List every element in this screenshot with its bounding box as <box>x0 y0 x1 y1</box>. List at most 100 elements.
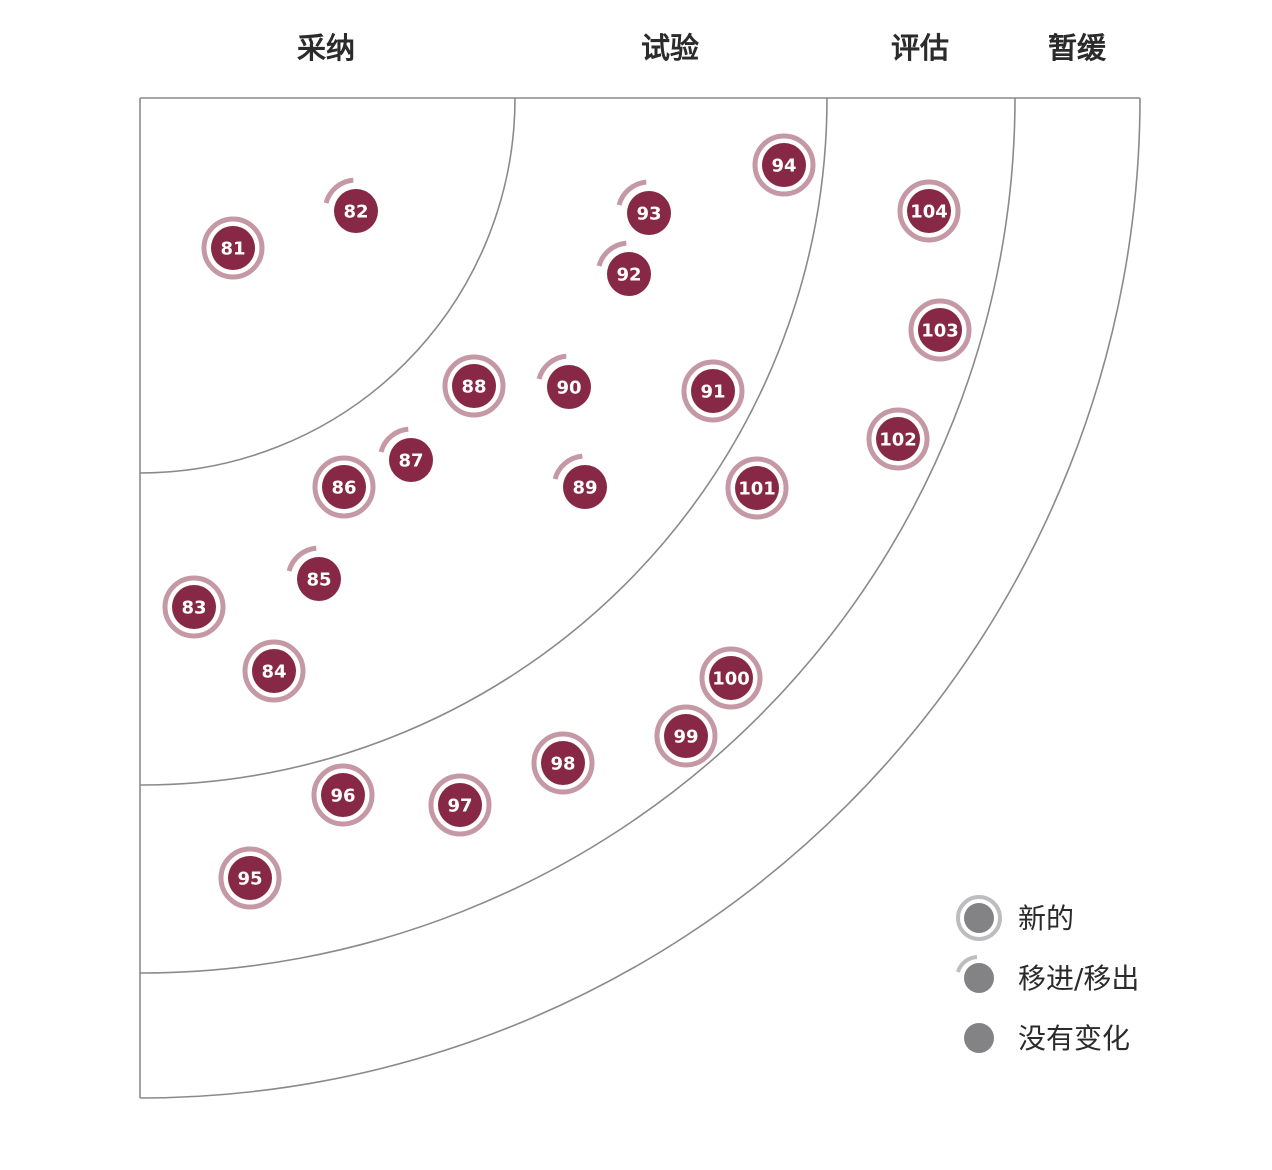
blip-dot <box>321 773 365 817</box>
blip-number: 87 <box>398 451 423 472</box>
blip-number: 86 <box>331 478 356 499</box>
blip-dot <box>334 189 378 233</box>
blip-number: 98 <box>550 754 575 775</box>
blip-number: 91 <box>700 382 725 403</box>
blip-88[interactable]: 88 <box>442 354 506 418</box>
ring-arc-trial <box>139 97 828 786</box>
blip-dot <box>252 649 296 693</box>
blip-number: 92 <box>616 265 641 286</box>
blip-dot <box>297 557 341 601</box>
blip-number: 83 <box>181 598 206 619</box>
blip-dot <box>762 143 806 187</box>
blip-number: 101 <box>738 479 776 500</box>
ring-label-hold: 暂缓 <box>1048 31 1107 65</box>
blip-moved-arc-icon <box>552 453 583 480</box>
blip-moved-arc-icon <box>323 177 354 204</box>
blip-dot <box>907 189 951 233</box>
blip-86[interactable]: 86 <box>312 455 376 519</box>
blip-85[interactable]: 85 <box>286 545 341 601</box>
blip-dot <box>607 252 651 296</box>
ring-label-trial: 试验 <box>641 31 699 65</box>
legend-nochange-dot-icon <box>964 1023 994 1053</box>
blip-83[interactable]: 83 <box>162 575 226 639</box>
blip-moved-arc-icon <box>378 426 409 453</box>
blip-87[interactable]: 87 <box>378 426 433 482</box>
legend-label-nochange: 没有变化 <box>1018 1022 1130 1055</box>
blip-dot <box>322 465 366 509</box>
blip-number: 95 <box>237 869 262 890</box>
blip-new-halo-icon <box>218 846 282 910</box>
blip-90[interactable]: 90 <box>536 353 591 409</box>
ring-label-adopt: 采纳 <box>297 31 355 65</box>
blip-new-halo-icon <box>654 704 718 768</box>
blip-dot <box>541 741 585 785</box>
blip-91[interactable]: 91 <box>681 359 745 423</box>
legend-label-moved: 移进/移出 <box>1018 962 1139 995</box>
blip-number: 85 <box>306 570 331 591</box>
blip-84[interactable]: 84 <box>242 639 306 703</box>
blip-new-halo-icon <box>908 298 972 362</box>
blip-92[interactable]: 92 <box>596 240 651 296</box>
blip-dot <box>438 783 482 827</box>
ring-arc-assess <box>139 97 1016 974</box>
blip-number: 96 <box>330 786 355 807</box>
blip-moved-arc-icon <box>286 545 317 572</box>
blip-moved-arc-icon <box>596 240 627 267</box>
blip-number: 94 <box>771 156 796 177</box>
legend-item-moved: 移进/移出 <box>956 955 1139 995</box>
blip-98[interactable]: 98 <box>531 731 595 795</box>
blip-82[interactable]: 82 <box>323 177 378 233</box>
blip-dot <box>918 308 962 352</box>
blip-number: 82 <box>343 202 368 223</box>
blip-new-halo-icon <box>866 407 930 471</box>
blip-number: 84 <box>261 662 286 683</box>
legend-item-new: 新的 <box>956 895 1074 941</box>
quadrant-frame <box>139 97 1140 1098</box>
blip-96[interactable]: 96 <box>311 763 375 827</box>
blip-101[interactable]: 101 <box>725 456 789 520</box>
blip-dot <box>211 226 255 270</box>
blip-new-halo-icon <box>162 575 226 639</box>
blip-new-halo-icon <box>201 216 265 280</box>
blip-94[interactable]: 94 <box>752 133 816 197</box>
blip-dot <box>691 369 735 413</box>
blip-95[interactable]: 95 <box>218 846 282 910</box>
blip-dot <box>664 714 708 758</box>
blip-104[interactable]: 104 <box>897 179 961 243</box>
blip-dot <box>172 585 216 629</box>
blip-102[interactable]: 102 <box>866 407 930 471</box>
blip-103[interactable]: 103 <box>908 298 972 362</box>
legend-label-new: 新的 <box>1018 902 1074 935</box>
blip-dot <box>389 438 433 482</box>
blip-number: 103 <box>921 321 959 342</box>
legend-moved-arc-icon <box>956 955 978 973</box>
blip-moved-arc-icon <box>616 179 647 206</box>
blip-new-halo-icon <box>752 133 816 197</box>
blip-97[interactable]: 97 <box>428 773 492 837</box>
blip-new-halo-icon <box>312 455 376 519</box>
blip-dot <box>627 191 671 235</box>
blip-dot <box>876 417 920 461</box>
blip-new-halo-icon <box>699 646 763 710</box>
blip-dot <box>452 364 496 408</box>
blip-number: 90 <box>556 378 581 399</box>
blip-81[interactable]: 81 <box>201 216 265 280</box>
blip-number: 102 <box>879 430 917 451</box>
blip-dot <box>563 465 607 509</box>
blip-number: 89 <box>572 478 597 499</box>
blip-dot <box>228 856 272 900</box>
blip-dot <box>735 466 779 510</box>
ring-arc-adopt <box>139 97 516 474</box>
blip-new-halo-icon <box>428 773 492 837</box>
blip-100[interactable]: 100 <box>699 646 763 710</box>
blip-number: 97 <box>447 796 472 817</box>
legend-new-dot-icon <box>964 903 994 933</box>
blip-89[interactable]: 89 <box>552 453 607 509</box>
legend-new-halo-icon <box>956 895 1002 941</box>
legend-moved-dot-icon <box>964 963 994 993</box>
blip-moved-arc-icon <box>536 353 567 380</box>
blip-93[interactable]: 93 <box>616 179 671 235</box>
blip-99[interactable]: 99 <box>654 704 718 768</box>
